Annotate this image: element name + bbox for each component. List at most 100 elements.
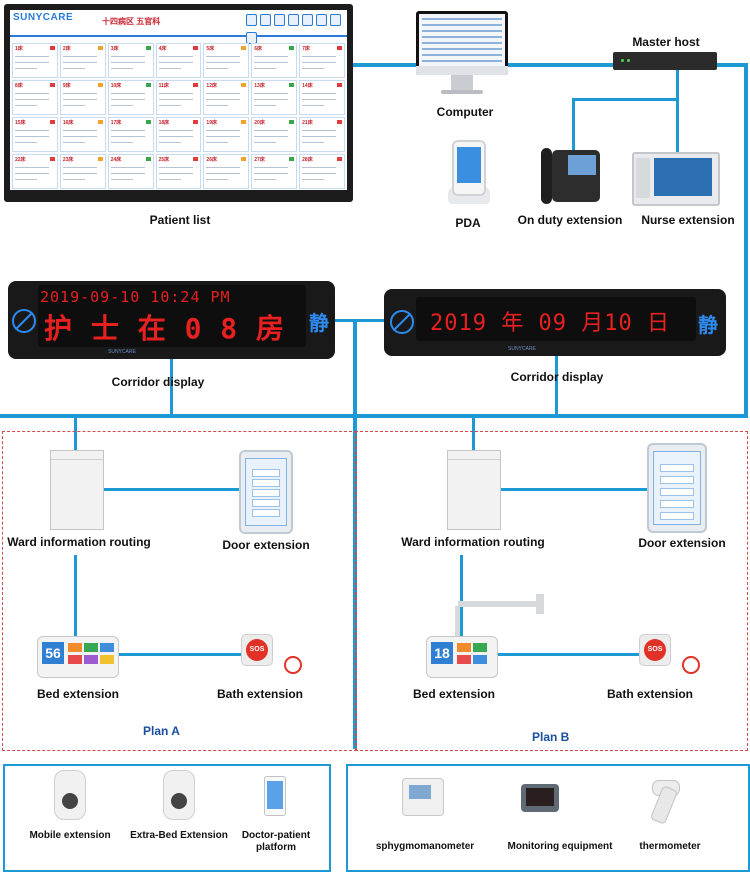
patient-text-line — [254, 62, 289, 63]
patient-text-line — [110, 130, 145, 131]
wire-nurse-drop — [676, 98, 679, 154]
care-level-icon — [97, 120, 103, 124]
care-level-icon — [97, 46, 103, 50]
care-level-icon — [289, 157, 295, 161]
care-level-icon — [337, 157, 342, 161]
door-row — [660, 476, 694, 484]
wire-a-bed-bath — [118, 653, 242, 656]
bed-cell: 3床 — [107, 43, 154, 78]
router-trim — [448, 459, 500, 460]
patient-text-line — [110, 93, 145, 94]
computer-screen-row — [422, 42, 502, 44]
bed-cell: 23床 — [59, 154, 106, 189]
patient-text-line — [158, 99, 193, 100]
patient-text-line — [110, 68, 133, 69]
corridor-display-right: 2019 年 09 月10 日 静 SUNYCARE — [384, 289, 726, 356]
bed-number-label: 11床 — [158, 83, 169, 89]
patient-text-line — [110, 56, 145, 57]
patient-text-line — [206, 130, 241, 131]
patient-text-line — [62, 105, 85, 106]
care-level-icon — [337, 120, 342, 124]
corridor-display-left: 2019-09-10 10:24 PM 护 士 在 0 8 房 静 SUNYCA… — [8, 281, 335, 359]
master-host-device — [613, 52, 717, 70]
wire-b-top — [472, 416, 475, 450]
plan-b-bed-label: Bed extension — [412, 687, 496, 701]
mobile-button-icon — [62, 793, 78, 809]
plan-a-frame — [2, 431, 357, 751]
plan-b-router-label: Ward information routing — [401, 535, 545, 549]
patient-text-line — [110, 142, 133, 143]
care-level-icon — [193, 46, 199, 50]
bed-tile — [473, 655, 487, 664]
nurse-station-terminal — [632, 152, 720, 206]
bed-tile — [68, 643, 82, 652]
bottom-left-item-1: Mobile extension — [29, 830, 111, 841]
bed-cell: 1床 — [12, 43, 58, 78]
bed-arm-mount — [536, 594, 544, 614]
patient-text-line — [302, 167, 337, 168]
wire-onduty-drop — [572, 98, 575, 152]
phone-screen — [267, 781, 283, 809]
patient-list-toolbar — [246, 13, 347, 49]
bed-cell: 11床 — [155, 80, 202, 115]
care-level-icon — [241, 120, 247, 124]
computer-base — [441, 90, 483, 94]
pda-device — [452, 140, 486, 196]
patient-text-line — [62, 179, 85, 180]
patient-text-line — [206, 93, 241, 94]
patient-text-line — [15, 105, 37, 106]
patient-text-line — [158, 130, 193, 131]
plan-b-bed-device: 18 — [426, 636, 498, 678]
patient-text-line — [110, 99, 145, 100]
patient-text-line — [62, 56, 97, 57]
plan-a-router-device — [50, 450, 104, 530]
patient-text-line — [15, 142, 37, 143]
patient-text-line — [206, 62, 241, 63]
patient-text-line — [62, 99, 97, 100]
pull-cord-icon — [682, 656, 700, 674]
care-level-icon — [241, 157, 247, 161]
bottom-left-box — [3, 764, 331, 872]
toolbar-icon — [330, 14, 341, 26]
plan-b-door-label: Door extension — [638, 536, 726, 550]
host-led-icon — [627, 59, 630, 62]
plan-a-label: Plan A — [143, 724, 180, 738]
patient-text-line — [206, 105, 229, 106]
extra-bed-device — [163, 770, 195, 820]
corridor-left-line1: 2019-09-10 10:24 PM — [40, 288, 231, 306]
plan-b-label: Plan B — [532, 730, 570, 744]
monitoring-equipment-device — [521, 784, 559, 812]
bed-number-label: 25床 — [158, 157, 170, 163]
care-level-icon — [193, 157, 199, 161]
bed-cell: 16床 — [59, 117, 106, 152]
door-row — [660, 500, 694, 508]
door-row — [660, 512, 694, 520]
bed-cell: 6床 — [251, 43, 298, 78]
computer-screen — [419, 14, 505, 66]
phone-handset-icon — [541, 148, 552, 204]
no-smoking-icon — [390, 310, 414, 334]
router-trim — [51, 459, 103, 460]
computer-screen-row — [422, 30, 502, 32]
computer-monitor — [416, 11, 508, 75]
bed-number-label: 8床 — [15, 83, 23, 89]
patient-text-line — [158, 62, 193, 63]
bed-number: 56 — [42, 642, 64, 664]
patient-text-line — [302, 56, 337, 57]
patient-list-ward-title: 十四病区 五官科 — [102, 17, 161, 26]
corridor-right-panel — [416, 297, 696, 341]
bed-cell: 5床 — [203, 43, 250, 78]
bed-cell: 8床 — [12, 80, 58, 115]
patient-text-line — [62, 136, 97, 137]
care-level-icon — [97, 83, 103, 87]
plan-a-router-label: Ward information routing — [7, 535, 151, 549]
patient-text-line — [302, 130, 337, 131]
bed-tile — [68, 655, 82, 664]
bed-number-label: 20床 — [254, 120, 265, 126]
bed-number-label: 10床 — [110, 83, 122, 89]
door-row — [252, 479, 280, 487]
patient-text-line — [302, 105, 325, 106]
extra-bed-button-icon — [171, 793, 187, 809]
pda-screen — [457, 147, 481, 183]
corridor-left-label: Corridor display — [111, 375, 205, 389]
